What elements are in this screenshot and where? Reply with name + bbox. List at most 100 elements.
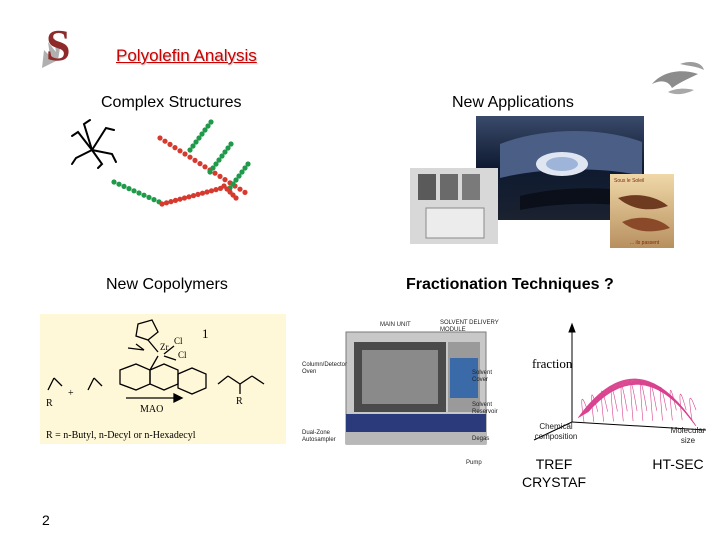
monomer-bead — [163, 200, 170, 206]
monomer-bead — [233, 195, 239, 201]
surface-z-label: fraction — [532, 356, 573, 371]
monomer-bead — [151, 197, 157, 203]
label-solvent-delivery: SOLVENT DELIVERY MODULE — [440, 320, 499, 333]
monomer-bead — [159, 201, 165, 207]
plus-sign: + — [68, 388, 74, 399]
surface-wire — [669, 390, 677, 421]
brochure-top-text: Sous le Soleil — [614, 178, 644, 184]
decorative-swoosh-icon — [650, 58, 706, 98]
surface-wire — [584, 382, 693, 421]
monomer-bead — [182, 151, 188, 157]
monomer-bead — [167, 141, 173, 147]
brochure-bottom-text: ... ils passent — [630, 240, 660, 246]
surface-plot: fraction Chemical composition Molecular … — [520, 322, 710, 448]
heading-new-applications: New Applications — [452, 94, 574, 111]
monomer-bead — [172, 145, 178, 151]
surface-wire — [582, 381, 694, 423]
cl-top-label: Cl — [174, 336, 183, 346]
monomer-bead — [205, 123, 211, 129]
monomer-bead — [207, 169, 213, 175]
monomer-bead — [233, 177, 239, 183]
surface-wire — [660, 386, 667, 421]
monomer-bead — [239, 169, 245, 175]
svg-text:S: S — [46, 21, 70, 70]
monomer-bead — [236, 173, 242, 179]
cocatalyst-label: MAO — [140, 404, 163, 415]
monomer-bead — [187, 154, 193, 160]
copolymerization-scheme: Zr Cl Cl 1 R + MAO R R = n-Butyl, n-Decy… — [40, 314, 286, 444]
heading-fractionation-techniques: Fractionation Techniques ? — [406, 276, 614, 293]
surface-wire — [586, 383, 692, 420]
polymer-structures-illustration — [62, 116, 262, 222]
monomer-bead — [131, 188, 137, 194]
monomer-bead — [225, 145, 231, 151]
surface-wire — [650, 384, 658, 421]
monomer-bead — [197, 161, 203, 167]
page-title: Polyolefin Analysis — [116, 46, 257, 65]
instrument-diagram: MAIN UNIT SOLVENT DELIVERY MODULE Column… — [300, 318, 506, 468]
monomer-bead — [216, 157, 222, 163]
monomer-bead — [162, 138, 168, 144]
monomer-bead — [177, 196, 183, 202]
heading-new-copolymers: New Copolymers — [106, 276, 228, 293]
university-logo: S — [34, 20, 80, 72]
monomer-bead — [222, 149, 228, 155]
surface-wire — [679, 394, 687, 421]
monomer-bead — [208, 119, 214, 125]
monomer-bead — [157, 135, 163, 141]
monomer-bead — [213, 187, 219, 193]
page-number: 2 — [42, 512, 50, 528]
monomer-bead — [242, 189, 248, 195]
monomer-bead — [168, 199, 174, 205]
surface-wire — [610, 387, 618, 422]
surface-wire — [583, 381, 694, 422]
monomer-bead — [202, 164, 208, 170]
monomer-bead — [237, 186, 243, 192]
r-left-label: R — [46, 398, 53, 409]
monomer-bead — [202, 127, 208, 133]
monomer-bead — [208, 188, 215, 194]
applications-photo-collage: Sous le Soleil ... ils passent — [410, 116, 676, 248]
monomer-bead — [204, 189, 210, 195]
monomer-bead — [186, 194, 192, 200]
label-degas: Degas — [472, 436, 490, 442]
monomer-bead — [199, 131, 205, 137]
label-solvent-cover: Solvent Cover — [472, 370, 493, 383]
monomer-bead — [172, 197, 179, 203]
label-main-unit: MAIN UNIT — [380, 322, 411, 328]
monomer-bead — [196, 135, 202, 141]
label-solvent-reservoir: Solvent Reservoir — [472, 402, 498, 415]
label-column-detector-oven: Column/Detector Oven — [302, 362, 348, 375]
surface-wire — [585, 382, 692, 421]
surface-wire — [620, 385, 628, 422]
monomer-bead — [181, 195, 188, 201]
monomer-bead — [213, 161, 219, 167]
surface-wire — [581, 380, 695, 424]
label-tref: TREF — [535, 456, 573, 472]
heading-complex-structures: Complex Structures — [101, 94, 242, 111]
surface-wire — [601, 390, 608, 422]
monomer-bead — [228, 141, 234, 147]
monomer-bead — [195, 191, 201, 197]
monomer-bead — [187, 147, 193, 153]
monomer-bead — [111, 179, 117, 185]
surface-wire — [581, 399, 589, 423]
monomer-bead — [199, 190, 206, 196]
monomer-bead — [121, 183, 127, 189]
surface-wire — [689, 397, 697, 421]
metal-label: Zr — [160, 342, 169, 352]
monomer-bead — [116, 181, 122, 187]
monomer-bead — [136, 190, 142, 196]
r-definition: R = n-Butyl, n-Decyl or n-Hexadecyl — [46, 430, 196, 441]
cl-bottom-label: Cl — [178, 350, 187, 360]
surface-y-label: Molecular size — [670, 426, 706, 445]
monomer-bead — [222, 177, 228, 183]
label-ht-sec: HT-SEC — [652, 456, 704, 472]
monomer-bead — [242, 165, 248, 171]
monomer-bead — [193, 139, 199, 145]
monomer-bead — [210, 165, 216, 171]
monomer-bead — [190, 193, 197, 199]
monomer-bead — [230, 181, 236, 187]
surface-wire — [583, 381, 693, 422]
label-dual-zone-autosampler: Dual-Zone Autosampler — [302, 430, 336, 443]
